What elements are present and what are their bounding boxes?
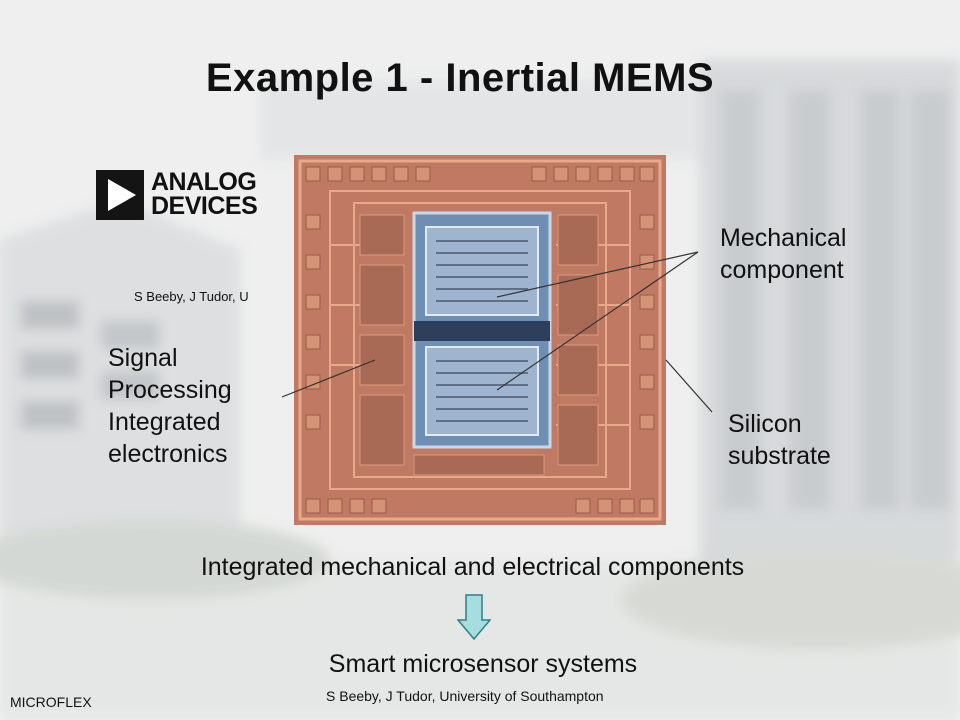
label-line: Signal bbox=[108, 344, 178, 372]
label-line: Silicon bbox=[728, 410, 802, 438]
mems-chip-image bbox=[294, 155, 666, 525]
caption: Integrated mechanical and electrical com… bbox=[200, 553, 745, 581]
label-line: Integrated bbox=[108, 408, 221, 436]
credit-partial: S Beeby, J Tudor, U bbox=[134, 289, 249, 304]
label-silicon-substrate: Silicon substrate bbox=[728, 408, 831, 472]
label-signal-processing: Signal Processing Integrated electronics bbox=[108, 342, 232, 470]
footer-left: MICROFLEX bbox=[10, 694, 92, 710]
analog-devices-triangle-icon bbox=[96, 170, 144, 220]
logo-line-2: DEVICES bbox=[151, 192, 258, 220]
label-mechanical-component: Mechanical component bbox=[720, 222, 846, 286]
label-line: component bbox=[720, 256, 844, 284]
label-line: Mechanical bbox=[720, 224, 847, 252]
label-line: substrate bbox=[728, 442, 831, 470]
slide-title: Example 1 - Inertial MEMS bbox=[205, 56, 715, 100]
footer-credit: S Beeby, J Tudor, University of Southamp… bbox=[326, 688, 604, 704]
logo-line-1: ANALOG bbox=[151, 168, 257, 196]
logo-wordmark: ANALOG DEVICES bbox=[151, 168, 258, 220]
down-arrow-icon bbox=[457, 594, 491, 640]
label-line: Processing bbox=[108, 376, 232, 404]
result-text: Smart microsensor systems bbox=[328, 650, 638, 678]
label-line: electronics bbox=[108, 440, 228, 468]
